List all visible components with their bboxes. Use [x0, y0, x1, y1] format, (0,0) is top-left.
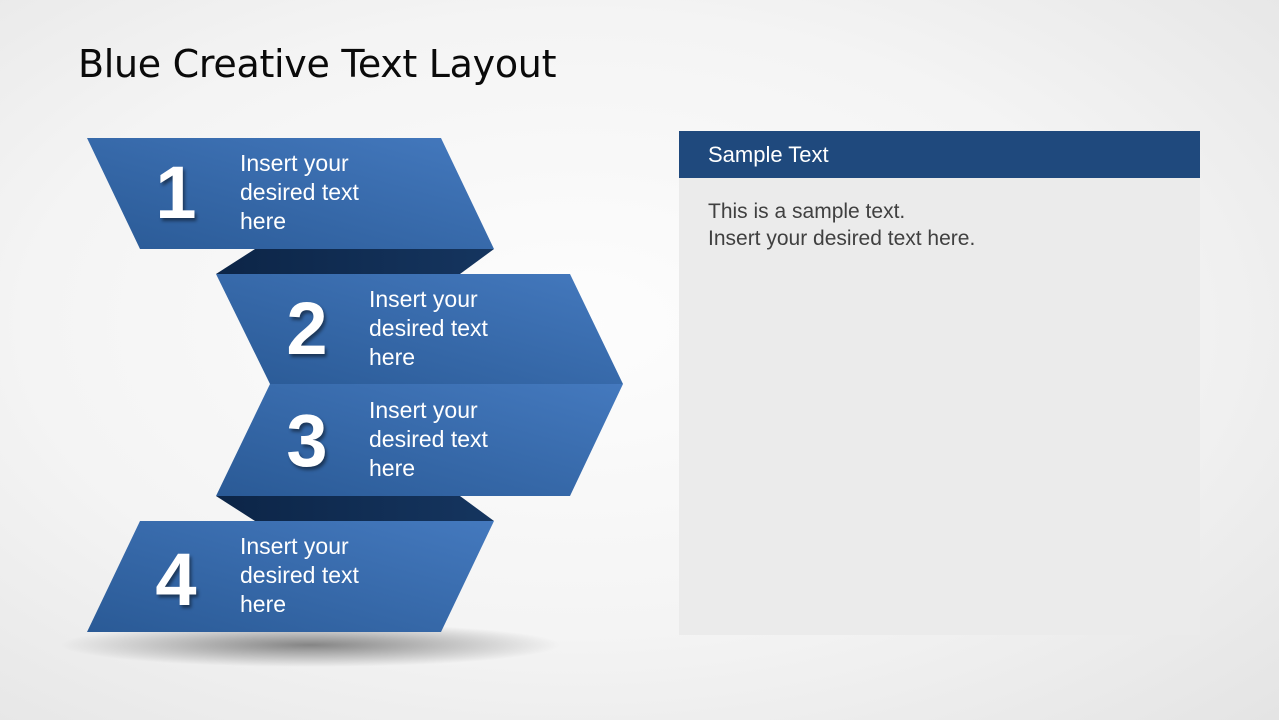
- band-1: [87, 138, 494, 249]
- band-3: [216, 384, 623, 496]
- step-1-number: 1: [155, 151, 197, 234]
- step-4-text: Insert your desired text here: [240, 532, 390, 619]
- sample-text-panel: Sample Text This is a sample text. Inser…: [679, 131, 1200, 635]
- panel-header: Sample Text: [679, 131, 1200, 178]
- step-3-line-2: desired text: [369, 426, 488, 452]
- panel-body-line-1: This is a sample text.: [708, 200, 906, 223]
- step-4-line-3: here: [240, 591, 287, 617]
- step-3-text: Insert your desired text here: [369, 396, 519, 483]
- step-1-text: Insert your desired text here: [240, 149, 390, 236]
- step-1-line-1: Insert your: [240, 150, 349, 176]
- fold-3-4: [216, 496, 494, 521]
- step-2-line-2: desired text: [369, 315, 488, 341]
- band-4: [87, 521, 494, 632]
- floor-shadow: [60, 623, 560, 667]
- step-2-line-3: here: [369, 344, 416, 370]
- step-2-number: 2: [286, 287, 328, 370]
- step-2-line-1: Insert your: [369, 286, 478, 312]
- step-3-line-1: Insert your: [369, 397, 478, 423]
- step-4-line-2: desired text: [240, 562, 359, 588]
- step-4-line-1: Insert your: [240, 533, 349, 559]
- fold-1-2: [216, 249, 494, 274]
- step-3-number: 3: [286, 399, 328, 482]
- step-1-line-3: here: [240, 208, 287, 234]
- step-3-line-3: here: [369, 455, 416, 481]
- step-1-line-2: desired text: [240, 179, 359, 205]
- step-4-number: 4: [155, 538, 197, 621]
- slide-title: Blue Creative Text Layout: [78, 42, 557, 86]
- step-2-text: Insert your desired text here: [369, 285, 519, 372]
- band-2: [216, 274, 623, 384]
- panel-body-line-2: Insert your desired text here.: [708, 227, 976, 250]
- panel-body: This is a sample text. Insert your desir…: [679, 178, 1200, 252]
